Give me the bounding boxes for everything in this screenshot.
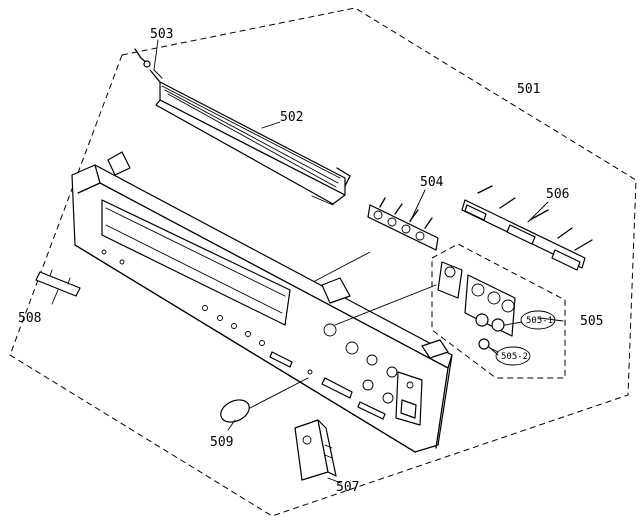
label-504: 504 — [420, 175, 444, 190]
label-505-1: 505-1 — [526, 316, 553, 326]
part-505-switch-group — [437, 261, 523, 353]
label-505: 505 — [580, 314, 603, 329]
part-506-button-holder — [461, 185, 593, 271]
label-503: 503 — [150, 27, 173, 42]
label-505-2: 505-2 — [501, 352, 528, 362]
label-506: 506 — [546, 187, 569, 202]
part-507-bracket — [294, 419, 337, 481]
label-501: 501 — [517, 82, 540, 97]
label-507: 507 — [336, 480, 359, 495]
label-509: 509 — [210, 435, 233, 450]
label-502: 502 — [280, 110, 303, 125]
callout-505-1 — [520, 310, 556, 330]
part-503-screw — [134, 48, 163, 79]
part-504-switch-board — [367, 197, 439, 251]
part-502-display-strip — [149, 69, 351, 205]
front-panel-body — [71, 151, 453, 453]
callout-505-2 — [495, 346, 531, 366]
assembly-boundary-501 — [9, 7, 637, 517]
part-508-lens — [35, 269, 81, 297]
part-509-cap — [220, 399, 250, 423]
label-508: 508 — [18, 311, 41, 326]
